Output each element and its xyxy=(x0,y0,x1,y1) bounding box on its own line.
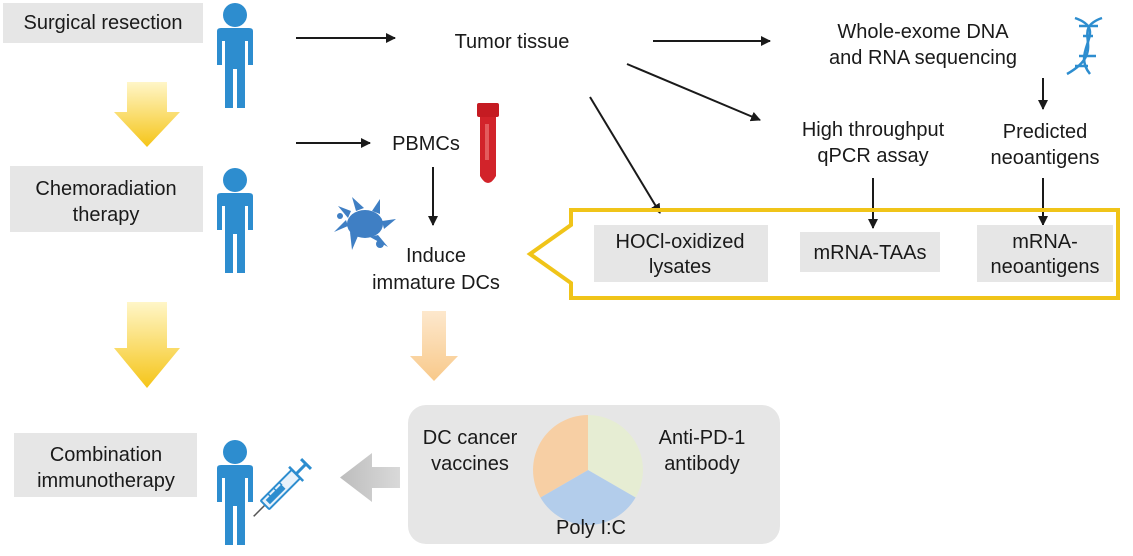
arrow-tumor-to-qpcr xyxy=(626,63,761,122)
person-icon xyxy=(217,440,253,545)
mrna-taas-box xyxy=(800,232,940,272)
antigen-arrow-frame xyxy=(526,208,1120,300)
gray-left-arrow xyxy=(340,453,400,502)
pbmcs-label: PBMCs xyxy=(392,133,460,155)
person-icon xyxy=(217,168,253,273)
pie-slice-antipd1 xyxy=(588,415,643,498)
mrna-neo-box xyxy=(977,225,1113,282)
hocl-label-line2: lysates xyxy=(649,256,711,278)
hocl-box xyxy=(594,225,768,282)
chemo-box xyxy=(10,166,203,232)
chemo-label-line2: therapy xyxy=(73,204,140,226)
yellow-down-arrow xyxy=(114,302,180,388)
combo-box xyxy=(14,433,197,497)
qpcr-label-line2: qPCR assay xyxy=(817,145,928,167)
qpcr-label-line1: High throughput xyxy=(802,119,945,141)
predicted-label-line2: neoantigens xyxy=(991,147,1100,169)
tumor-tissue-label: Tumor tissue xyxy=(455,31,570,53)
dc-vaccine-label-line1: DC cancer xyxy=(423,427,518,449)
combo-pie xyxy=(533,415,643,525)
syringe-icon xyxy=(253,457,313,517)
dendritic-cell-icon xyxy=(334,197,396,250)
surgical-box xyxy=(3,3,203,43)
mrna-neo-label-line1: mRNA- xyxy=(1012,231,1078,253)
mrna-neo-label-line2: neoantigens xyxy=(991,256,1100,278)
combo-label-line1: Combination xyxy=(50,444,162,466)
antipd1-label-line1: Anti-PD-1 xyxy=(659,427,746,449)
person-icon xyxy=(217,3,253,108)
induce-label-line1: Induce xyxy=(406,245,466,267)
sequencing-label-line1: Whole-exome DNA xyxy=(837,21,1009,43)
dc-vaccine-label-line2: vaccines xyxy=(431,453,509,475)
yellow-down-arrow xyxy=(114,82,180,147)
predicted-label-line1: Predicted xyxy=(1003,121,1088,143)
induce-label-line2: immature DCs xyxy=(372,272,500,294)
sequencing-label-line2: and RNA sequencing xyxy=(829,47,1017,69)
peach-down-arrow xyxy=(410,311,458,381)
combo-label-line2: immunotherapy xyxy=(37,470,175,492)
surgical-label: Surgical resection xyxy=(24,12,183,34)
hocl-label-line1: HOCl-oxidized xyxy=(616,231,745,253)
mrna-taas-label: mRNA-TAAs xyxy=(814,242,927,264)
pie-slice-polyic xyxy=(540,470,636,525)
polyic-label: Poly I:C xyxy=(556,517,626,539)
dna-helix-icon xyxy=(1066,16,1103,76)
pie-slice-dc xyxy=(533,415,588,498)
chemo-label-line1: Chemoradiation xyxy=(35,178,176,200)
arrow-tumor-to-lysates xyxy=(589,96,661,214)
blood-tube-icon xyxy=(477,103,499,183)
antipd1-label-line2: antibody xyxy=(664,453,740,475)
